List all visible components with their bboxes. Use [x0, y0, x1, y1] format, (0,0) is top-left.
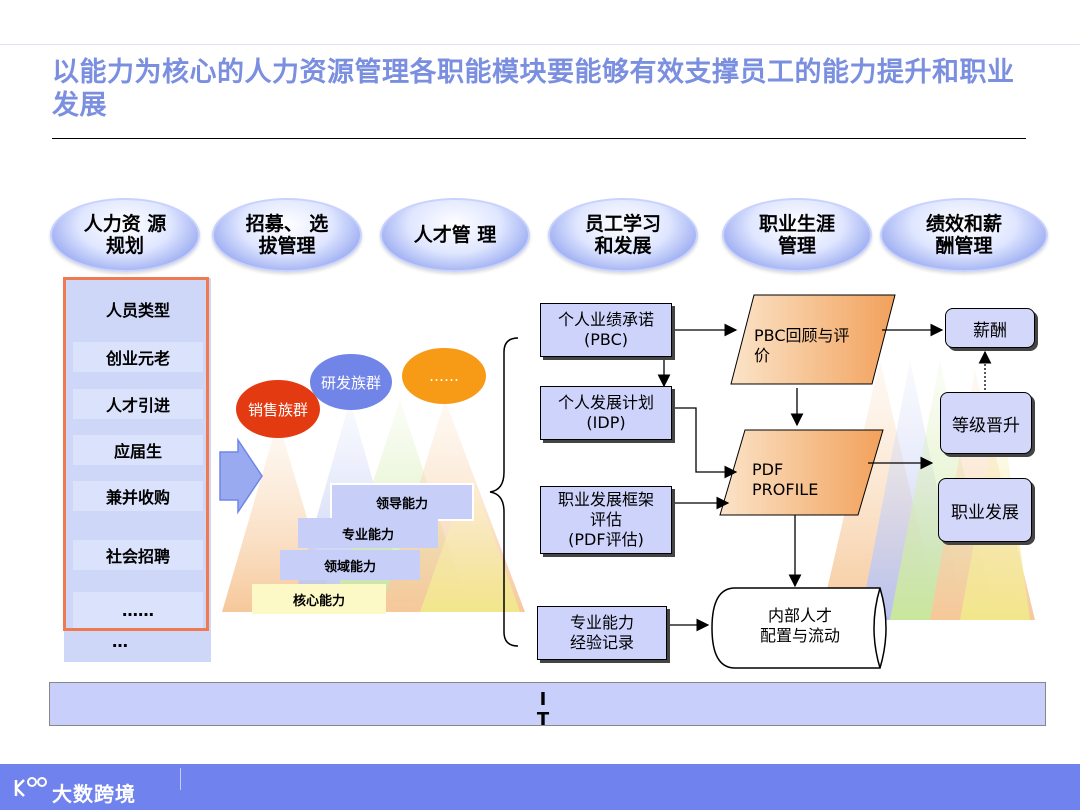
list-item: 创业元老 [73, 342, 203, 372]
more-cluster-bubble: …… [402, 348, 486, 404]
module-career-management: 职业生涯管理 [722, 198, 872, 272]
sales-cluster-bubble: 销售族群 [236, 380, 320, 438]
brace-icon [489, 337, 519, 647]
internal-talent-label: 内部人才 配置与流动 [759, 606, 840, 645]
brand-logo-icon [14, 777, 47, 797]
list-item: …… [73, 592, 203, 628]
rd-cluster-bubble: 研发族群 [310, 354, 392, 410]
list-item: 应届生 [73, 435, 203, 465]
list-header: 人员类型 [105, 301, 170, 320]
highlight-frame [63, 277, 209, 631]
grade-promotion-box: 等级晋升 [940, 392, 1032, 454]
salary-box: 薪酬 [945, 308, 1035, 348]
list-more: … [112, 632, 128, 651]
footer-bar [0, 764, 1080, 810]
pbc-review-label: PBC回顾与评价 [754, 326, 850, 365]
experience-record-box: 专业能力 经验记录 [537, 606, 667, 660]
list-item: 社会招聘 [73, 540, 203, 570]
idp-box: 个人发展计划 (IDP) [540, 386, 672, 440]
cluster-mountain [420, 470, 520, 612]
pbc-review-shape [730, 294, 896, 385]
it-foundation-bar [49, 682, 1046, 726]
arrow [672, 407, 738, 479]
career-development-box: 职业发展 [938, 478, 1032, 542]
module-recruitment: 招募、 选拔管理 [212, 198, 362, 272]
internal-talent-shape [711, 587, 887, 669]
capability-leadership: 领导能力 [330, 483, 474, 521]
footer-divider [180, 768, 181, 790]
page-title: 以能力为核心的人力资源管理各职能模块要能够有效支撑员工的能力提升和职业发展 [52, 57, 1015, 121]
title-divider [52, 138, 1026, 139]
brand-name: 大数跨境 [52, 782, 136, 806]
module-talent-management: 人才管 理 [380, 198, 530, 272]
module-hr-planning: 人力资 源规划 [50, 198, 200, 272]
module-performance-compensation: 绩效和薪酬管理 [880, 198, 1048, 272]
pdf-profile-shape [719, 429, 884, 516]
capability-core: 核心能力 [252, 584, 386, 614]
list-item: 兼并收购 [73, 481, 203, 511]
module-learning-development: 员工学习和发展 [548, 198, 698, 272]
list-item: 人才引进 [73, 389, 203, 419]
top-divider [0, 44, 1080, 45]
it-label: I T [536, 689, 550, 730]
flow-arrow-icon [219, 437, 263, 515]
capability-professional: 专业能力 [298, 518, 438, 548]
capability-domain: 领域能力 [280, 550, 420, 580]
pdf-eval-box: 职业发展框架 评估 (PDF评估) [540, 486, 672, 554]
pbc-box: 个人业绩承诺 (PBC) [540, 303, 672, 357]
pdf-profile-label: PDF PROFILE [752, 460, 819, 499]
